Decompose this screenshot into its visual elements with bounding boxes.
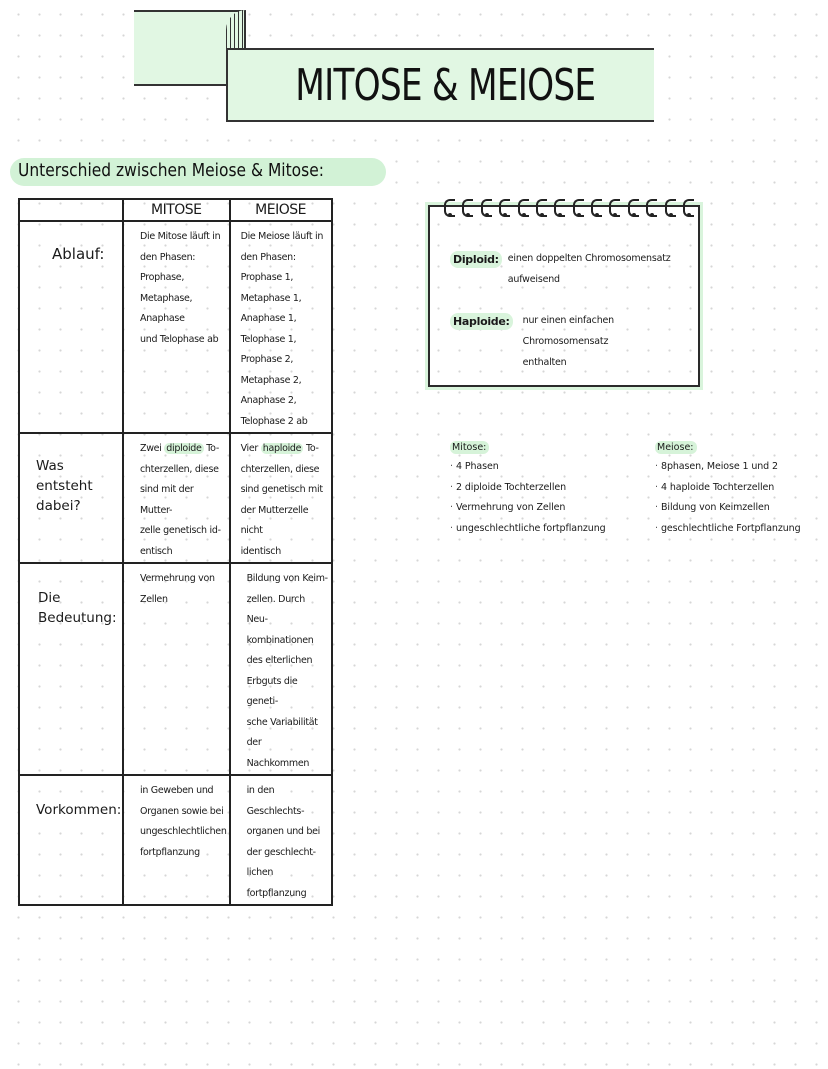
bullet-icon: · xyxy=(655,522,658,534)
spiral-ring-icon xyxy=(646,199,658,219)
highlight-diploide: diploide xyxy=(164,443,204,454)
mitose-cell: Zwei diploide To- chterzellen, diese sin… xyxy=(122,432,231,564)
table-row-entstehung: Was entsteht dabei? Zwei diploide To- ch… xyxy=(18,432,333,564)
row-label: Was entsteht dabei? xyxy=(36,458,93,514)
banner-fold-icon xyxy=(226,10,246,50)
table-row-vorkommen: Vorkommen: in Geweben und Organen sowie … xyxy=(18,774,333,906)
bullet-icon: · xyxy=(450,522,453,534)
mitose-summary: Mitose: ·4 Phasen ·2 diploide Tochterzel… xyxy=(450,435,606,539)
bullet-icon: · xyxy=(655,481,658,493)
spiral-ring-icon xyxy=(554,199,566,219)
table-row-bedeutung: Die Bedeutung: Vermehrung von Zellen Bil… xyxy=(18,562,333,776)
spiral-ring-icon xyxy=(627,199,639,219)
mitose-cell: Die Mitose läuft in den Phasen: Prophase… xyxy=(122,220,231,434)
page-title: MITOSE & MEIOSE xyxy=(295,59,596,111)
meiose-text: in den Geschlechts- organen und bei der … xyxy=(246,785,321,899)
table-header-mitose: MITOSE xyxy=(122,198,231,222)
mitose-cell: Vermehrung von Zellen xyxy=(122,562,231,776)
text-prefix: Vier xyxy=(240,443,261,454)
list-item: ·ungeschlechtliche fortpflanzung xyxy=(450,519,606,540)
list-item: ·Bildung von Keimzellen xyxy=(655,498,801,519)
list-item: ·geschlechtliche Fortpflanzung xyxy=(655,519,801,540)
row-label: Vorkommen: xyxy=(36,802,122,818)
spiral-ring-icon xyxy=(462,199,474,219)
row-label-cell: Vorkommen: xyxy=(18,774,124,906)
definition-term: Haploide: xyxy=(450,313,513,330)
list-item: ·Vermehrung von Zellen xyxy=(450,498,606,519)
comparison-table: MITOSE MEIOSE Ablauf: Die Mitose läuft i… xyxy=(18,198,333,906)
spiral-binding xyxy=(444,199,694,223)
section-heading: Unterschied zwischen Meiose & Mitose: xyxy=(18,160,324,181)
bullet-icon: · xyxy=(450,461,453,472)
row-label-cell: Die Bedeutung: xyxy=(18,562,124,776)
meiose-text: Die Meiose läuft in den Phasen: Prophase… xyxy=(240,231,324,427)
table-header-meiose: MEIOSE xyxy=(228,198,333,222)
title-banner: MITOSE & MEIOSE xyxy=(226,48,654,122)
spiral-ring-icon xyxy=(664,199,676,219)
row-label-cell: Was entsteht dabei? xyxy=(18,432,124,564)
subheading-highlight: Unterschied zwischen Meiose & Mitose: xyxy=(10,158,386,186)
text-rest: To- chterzellen, diese sind genetisch mi… xyxy=(240,443,324,557)
text-rest: To- chterzellen, diese sind mit der Mutt… xyxy=(140,443,221,557)
meiose-cell: in den Geschlechts- organen und bei der … xyxy=(228,774,333,906)
title-banner-back xyxy=(134,10,244,86)
definition-text: nur einen einfachen Chromosomensatz enth… xyxy=(522,315,615,368)
list-item: ·4 haploide Tochterzellen xyxy=(655,478,801,499)
bullet-icon: · xyxy=(655,461,658,472)
mitose-text: Zwei diploide To- chterzellen, diese sin… xyxy=(124,434,229,562)
meiose-text: Vier haploide To- chterzellen, diese sin… xyxy=(231,434,331,562)
spiral-ring-icon xyxy=(444,199,455,219)
spiral-ring-icon xyxy=(572,199,584,219)
bullet-icon: · xyxy=(655,502,658,513)
list-item: ·2 diploide Tochterzellen xyxy=(450,478,606,499)
mitose-summary-title: Mitose: xyxy=(450,441,490,454)
spiral-ring-icon xyxy=(591,199,602,219)
spiral-ring-icon xyxy=(535,199,547,219)
mitose-cell: in Geweben und Organen sowie bei ungesch… xyxy=(122,774,231,906)
row-label-cell: Ablauf: xyxy=(18,220,124,434)
list-item: ·4 Phasen xyxy=(450,457,606,478)
definitions-notecard: Diploid: einen doppelten Chromosomensatz… xyxy=(428,199,700,387)
text-prefix: Zwei xyxy=(140,443,165,454)
definition-text: einen doppelten Chromosomensatz aufweise… xyxy=(507,253,671,285)
spiral-ring-icon xyxy=(682,199,694,219)
mitose-text: in Geweben und Organen sowie bei ungesch… xyxy=(140,785,227,858)
mitose-text: Vermehrung von Zellen xyxy=(140,573,215,605)
row-label: Ablauf: xyxy=(52,245,105,263)
bullet-icon: · xyxy=(450,502,453,513)
row-label: Die Bedeutung: xyxy=(38,590,117,626)
spiral-ring-icon xyxy=(499,199,511,219)
meiose-cell: Die Meiose läuft in den Phasen: Prophase… xyxy=(228,220,333,434)
table-header-empty xyxy=(18,198,124,222)
bullet-icon: · xyxy=(450,481,453,493)
spiral-ring-icon xyxy=(609,199,621,219)
list-item: ·8phasen, Meiose 1 und 2 xyxy=(655,457,801,478)
table-header-row: MITOSE MEIOSE xyxy=(18,198,333,222)
meiose-cell: Vier haploide To- chterzellen, diese sin… xyxy=(228,432,333,564)
highlight-haploide: haploide xyxy=(260,443,304,454)
meiose-cell: Bildung von Keim- zellen. Durch Neu- kom… xyxy=(228,562,333,776)
meiose-summary: Meiose: ·8phasen, Meiose 1 und 2 ·4 hapl… xyxy=(655,435,801,539)
meiose-text: Bildung von Keim- zellen. Durch Neu- kom… xyxy=(246,573,329,769)
meiose-summary-title: Meiose: xyxy=(655,441,697,454)
table-row-ablauf: Ablauf: Die Mitose läuft in den Phasen: … xyxy=(18,220,333,434)
spiral-ring-icon xyxy=(517,199,529,219)
definition-diploid: Diploid: einen doppelten Chromosomensatz… xyxy=(450,251,671,290)
definition-haploid: Haploide: nur einen einfachen Chromosome… xyxy=(450,313,698,373)
spiral-ring-icon xyxy=(480,199,492,219)
mitose-text: Die Mitose läuft in den Phasen: Prophase… xyxy=(140,231,221,345)
definition-term: Diploid: xyxy=(450,251,502,268)
